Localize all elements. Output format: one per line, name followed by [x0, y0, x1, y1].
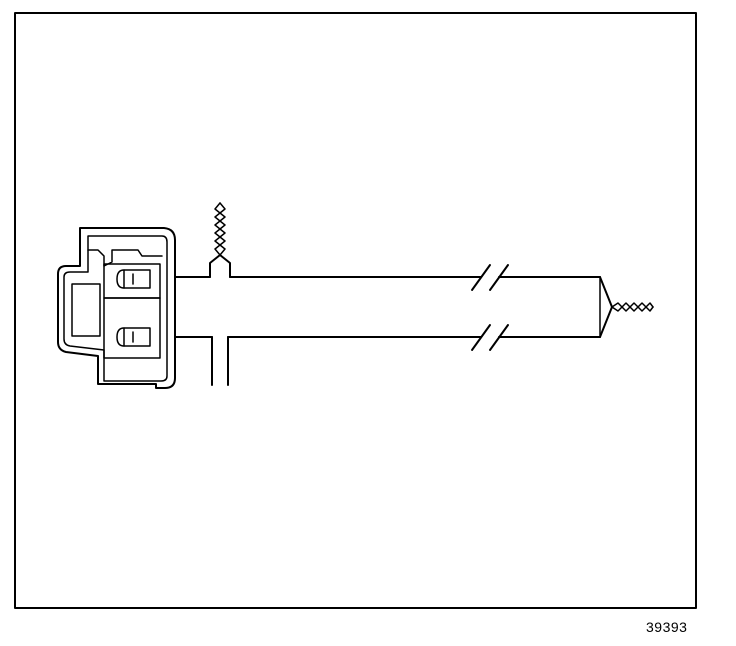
twisted-pair-strand-b [611, 302, 654, 312]
break-mark-top [471, 264, 509, 291]
branch-wire-boot [209, 254, 231, 278]
terminal-cavity-upper [103, 263, 161, 299]
twisted-pair-strand-b [214, 202, 226, 256]
break-slash [471, 324, 491, 351]
terminal-upper-box [123, 269, 151, 289]
figure-number: 39393 [646, 619, 688, 635]
branch-wire-top [209, 202, 231, 278]
break-slash [471, 264, 491, 291]
terminal-lower-box [123, 327, 151, 347]
terminal-lower [116, 327, 151, 347]
break-mark-bottom [471, 324, 509, 351]
connector-lock-tab [71, 283, 101, 337]
twisted-pair-strand-a [611, 302, 654, 312]
cable-jacket [174, 276, 613, 338]
figure-frame [14, 12, 697, 609]
cable-end-taper [599, 276, 613, 338]
branch-wire-bottom [211, 336, 229, 386]
terminal-upper [116, 269, 151, 289]
break-slash [489, 264, 509, 291]
break-slash [489, 324, 509, 351]
terminal-lower-bracket [116, 327, 125, 347]
connector-outer-outline [57, 227, 176, 389]
terminal-upper-bracket [116, 269, 125, 289]
connector-housing [57, 227, 176, 389]
terminal-cavity-lower [103, 297, 161, 359]
connector-latch-step [87, 249, 163, 267]
twisted-pair-end [611, 302, 654, 312]
